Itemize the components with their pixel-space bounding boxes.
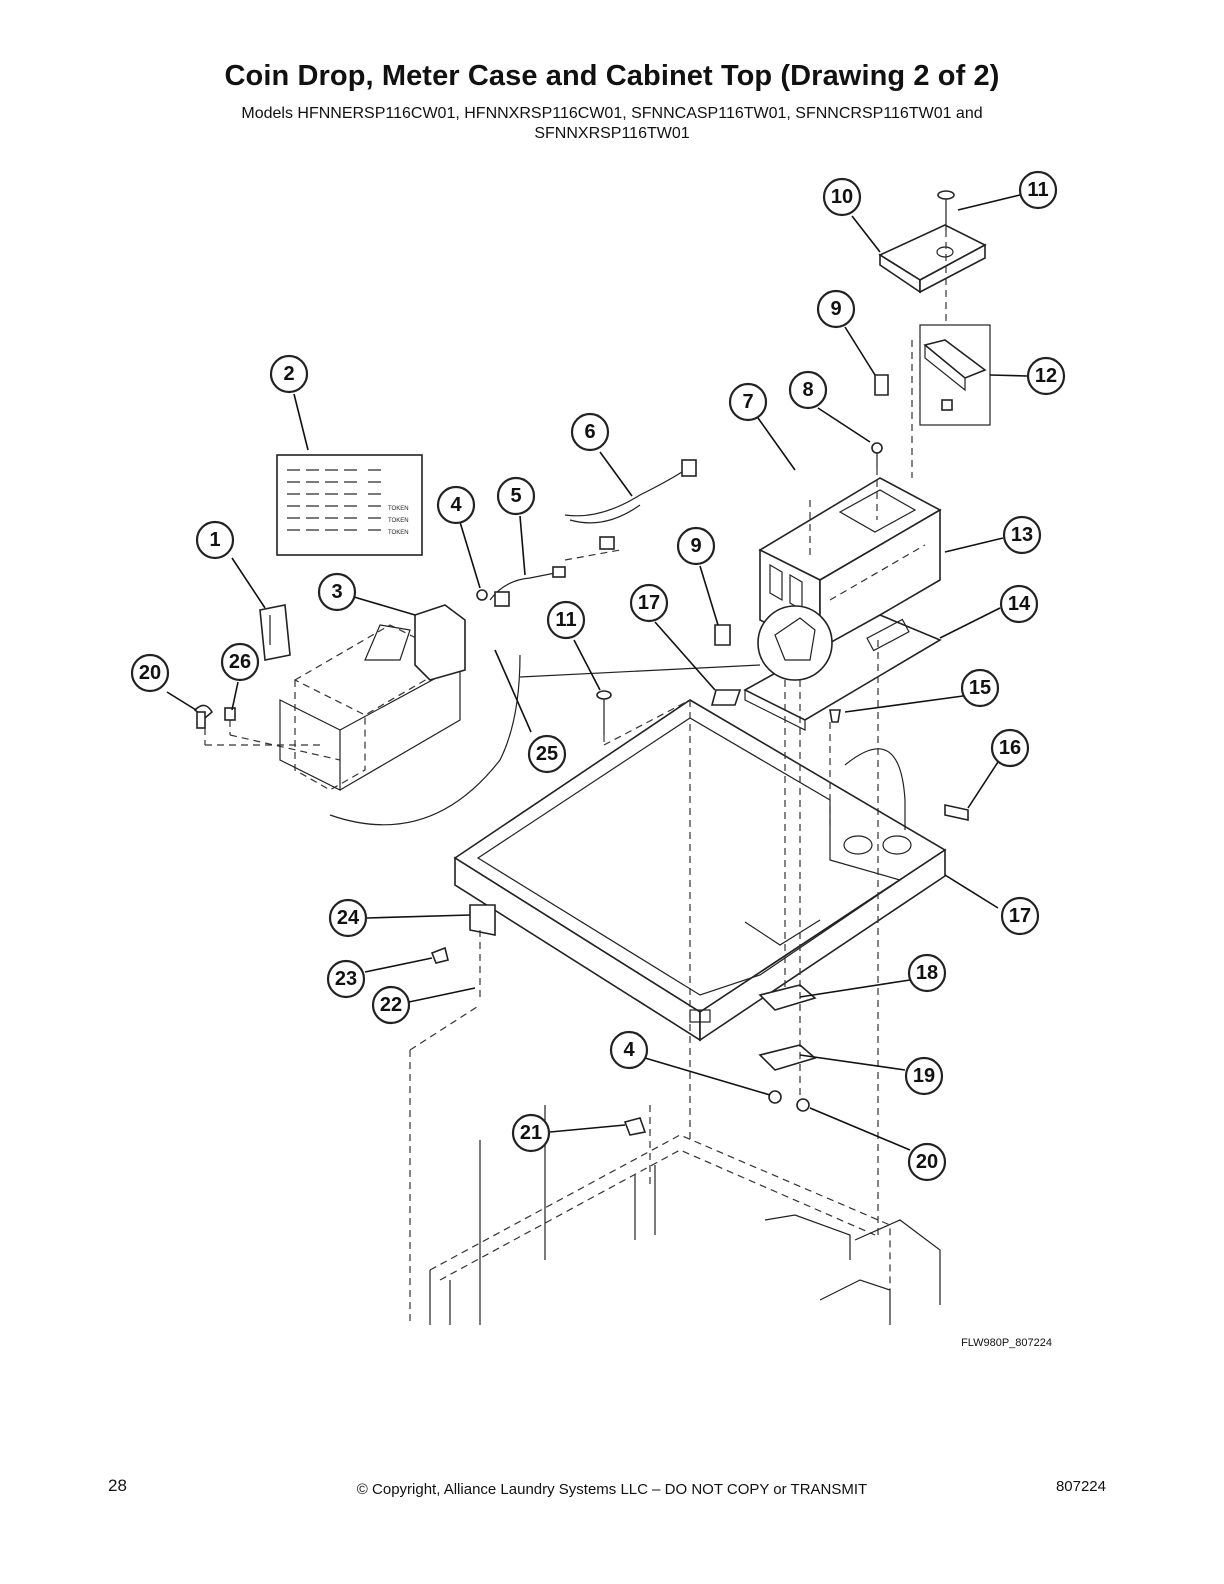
svg-text:26: 26 [229, 651, 251, 673]
callout-17b: 17 [629, 583, 669, 623]
svg-text:25: 25 [536, 743, 558, 765]
svg-text:1: 1 [209, 529, 220, 551]
svg-text:16: 16 [999, 737, 1021, 759]
callout-17: 17 [1000, 896, 1040, 936]
svg-text:7: 7 [742, 391, 753, 413]
callout-9: 9 [816, 289, 856, 329]
coin-drop-detail [193, 604, 833, 826]
svg-text:17: 17 [1009, 905, 1031, 927]
callout-18: 18 [907, 953, 947, 993]
svg-text:4: 4 [623, 1039, 635, 1061]
callout-20b: 20 [907, 1142, 947, 1182]
top-cover [878, 224, 987, 294]
callout-4b: 4 [609, 1030, 649, 1070]
token-label-3: TOKEN [388, 530, 409, 536]
callout-22: 22 [371, 985, 411, 1025]
wire-harness [476, 459, 697, 607]
callout-23: 23 [326, 959, 366, 999]
svg-text:2: 2 [283, 363, 294, 385]
svg-text:8: 8 [802, 379, 813, 401]
svg-text:21: 21 [520, 1122, 542, 1144]
model-list-line-2: SFNNXRSP116TW01 [534, 125, 690, 142]
svg-text:18: 18 [916, 962, 938, 984]
svg-text:6: 6 [584, 421, 595, 443]
svg-text:19: 19 [913, 1065, 935, 1087]
cabinet-frame [409, 1004, 941, 1325]
callout-8: 8 [788, 370, 828, 410]
cabinet-top [453, 699, 947, 1042]
svg-text:12: 12 [1035, 365, 1057, 387]
callout-13: 13 [1002, 515, 1042, 555]
callout-12: 12 [1026, 356, 1066, 396]
svg-text:22: 22 [380, 994, 402, 1016]
callout-4: 4 [436, 485, 476, 525]
document-number: 807224 [1055, 1478, 1106, 1495]
page-number: 28 [108, 1476, 127, 1495]
callout-11: 11 [1018, 170, 1058, 210]
svg-text:9: 9 [830, 298, 841, 320]
svg-text:14: 14 [1008, 593, 1031, 615]
callout-24: 24 [328, 898, 368, 938]
callout-9b: 9 [676, 526, 716, 566]
callout-11b: 11 [546, 600, 586, 640]
svg-text:10: 10 [831, 186, 853, 208]
svg-text:11: 11 [555, 609, 576, 631]
bracket-box [919, 324, 991, 426]
svg-text:17: 17 [638, 592, 660, 614]
callout-7: 7 [728, 382, 768, 422]
svg-text:13: 13 [1011, 524, 1033, 546]
token-label-1: TOKEN [388, 506, 409, 512]
callout-5: 5 [496, 476, 536, 516]
token-label-2: TOKEN [388, 518, 409, 524]
svg-text:15: 15 [969, 677, 991, 699]
svg-text:20: 20 [139, 662, 161, 684]
label-17-small [710, 689, 742, 706]
callout-14: 14 [999, 584, 1039, 624]
callout-16: 16 [990, 728, 1030, 768]
callout-10: 10 [822, 177, 862, 217]
svg-text:23: 23 [335, 968, 357, 990]
callout-26: 26 [220, 642, 260, 682]
callout-1: 1 [195, 520, 235, 560]
callout-6: 6 [570, 412, 610, 452]
copyright-notice: © Copyright, Alliance Laundry Systems LL… [356, 1481, 868, 1498]
callout-25: 25 [527, 734, 567, 774]
model-list: Models HFNNERSP116CW01, HFNNXRSP116CW01,… [150, 104, 1074, 144]
alignment-lines [204, 230, 947, 1240]
label-card: TOKEN TOKEN TOKEN [276, 454, 423, 556]
drawing-code: FLW980P_807224 [961, 1337, 1052, 1349]
leader-lines [166, 194, 1028, 1151]
svg-text:4: 4 [450, 494, 462, 516]
svg-text:24: 24 [337, 907, 360, 929]
page-title: Coin Drop, Meter Case and Cabinet Top (D… [224, 60, 1000, 92]
svg-text:9: 9 [690, 535, 701, 557]
callout-21: 21 [511, 1113, 551, 1153]
svg-text:20: 20 [916, 1151, 938, 1173]
callout-19: 19 [904, 1056, 944, 1096]
svg-text:11: 11 [1027, 179, 1048, 201]
callout-2: 2 [269, 354, 309, 394]
callout-3: 3 [317, 572, 357, 612]
svg-text:5: 5 [510, 485, 521, 507]
callout-15: 15 [960, 668, 1000, 708]
callout-20: 20 [130, 653, 170, 693]
model-list-line-1: Models HFNNERSP116CW01, HFNNXRSP116CW01,… [241, 105, 983, 122]
svg-text:3: 3 [331, 581, 342, 603]
hardware-parts [430, 190, 969, 1136]
